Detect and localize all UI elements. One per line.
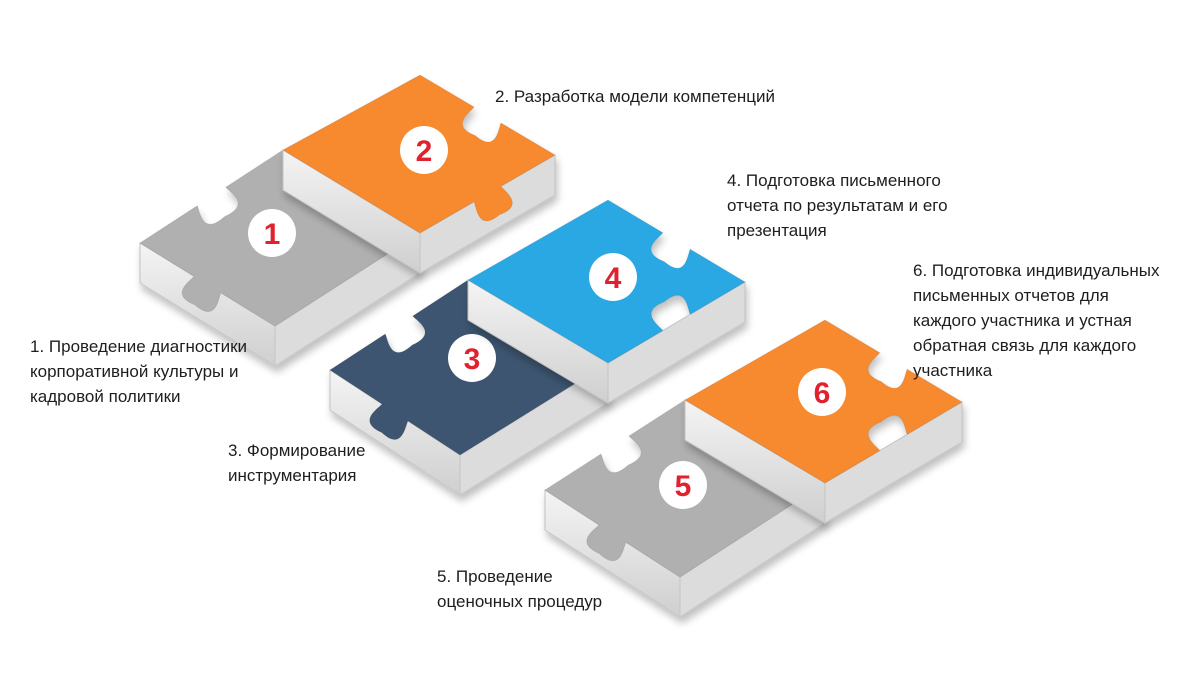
- step-label-5: 5. Проведение оценочных процедур: [437, 564, 602, 614]
- step-label-line: каждого участника и устная: [913, 311, 1132, 330]
- number-badge: [248, 209, 296, 257]
- step-number-5: 5: [675, 470, 692, 503]
- puzzle-piece-6: 6: [684, 319, 963, 524]
- number-badge: [589, 253, 637, 301]
- step-label-line: обратная связь для каждого: [913, 336, 1137, 355]
- step-label-1: 1. Проведение диагностики корпоративной к…: [30, 334, 247, 409]
- step-label-line: участника: [913, 361, 993, 380]
- number-badge: [448, 334, 496, 382]
- step-number-4: 4: [605, 262, 622, 295]
- step-label-line: презентация: [727, 221, 827, 240]
- step-label-line: инструментария: [228, 466, 357, 485]
- step-number-3: 3: [464, 343, 481, 376]
- puzzle-piece-4: 4: [467, 199, 746, 404]
- puzzle-piece-3: 3: [329, 279, 609, 496]
- number-badge: [400, 126, 448, 174]
- step-label-line: 5. Проведение: [437, 567, 553, 586]
- step-label-line: корпоративной культуры и: [30, 362, 239, 381]
- step-label-line: 6. Подготовка индивидуальных: [913, 261, 1160, 280]
- step-label-line: отчета по результатам и его: [727, 196, 948, 215]
- step-number-6: 6: [814, 377, 831, 410]
- step-label-6: 6. Подготовка индивидуальных письменных о…: [913, 258, 1160, 383]
- step-label-2: 2. Разработка модели компетенций: [495, 84, 775, 109]
- step-label-line: 3. Формирование: [228, 441, 366, 460]
- step-number-2: 2: [416, 135, 433, 168]
- step-label-4: 4. Подготовка письменного отчета по резул…: [727, 168, 948, 243]
- puzzle-piece-5: 5: [544, 399, 826, 618]
- step-label-line: кадровой политики: [30, 387, 181, 406]
- step-label-line: 2. Разработка модели компетенций: [495, 87, 775, 106]
- step-label-line: 4. Подготовка письменного: [727, 171, 941, 190]
- number-badge: [798, 368, 846, 416]
- number-badge: [659, 461, 707, 509]
- step-label-line: письменных отчетов для: [913, 286, 1109, 305]
- step-label-line: оценочных процедур: [437, 592, 603, 611]
- step-label-3: 3. Формирование инструментария: [228, 438, 365, 488]
- step-label-line: 1. Проведение диагностики: [30, 337, 248, 356]
- step-number-1: 1: [264, 218, 281, 251]
- puzzle-piece-2: 2: [281, 74, 556, 274]
